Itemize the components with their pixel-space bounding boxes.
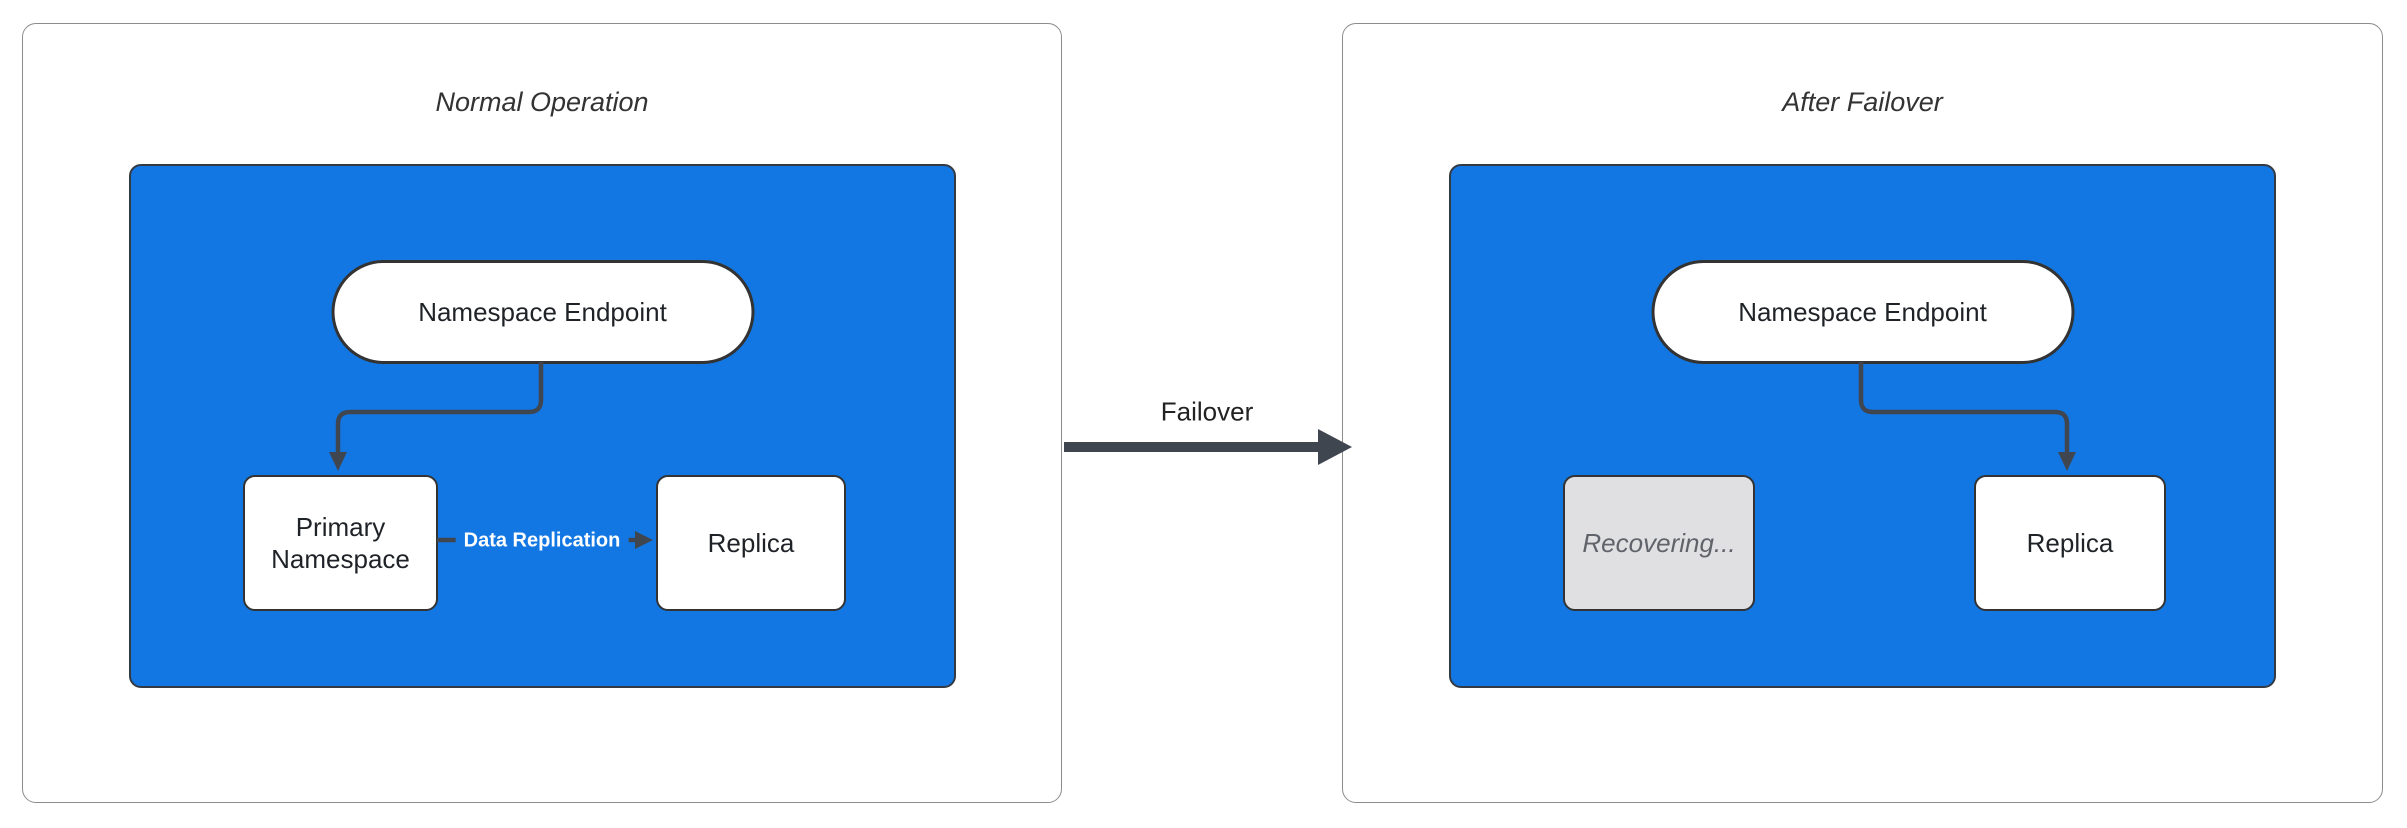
namespace-boundary-normal: Namespace Endpoint Primary Namespace Rep… <box>129 164 956 688</box>
panel-normal-operation: Normal Operation Namespace Endpoint Prim… <box>22 23 1062 803</box>
namespace-boundary-after: Namespace Endpoint Recovering... Replica <box>1449 164 2276 688</box>
namespace-endpoint-label-after: Namespace Endpoint <box>1738 296 1987 327</box>
namespace-endpoint-node-after: Namespace Endpoint <box>1651 260 2074 364</box>
replica-node-after: Replica <box>1974 475 2166 611</box>
panel-after-failover: After Failover Namespace Endpoint Recove… <box>1342 23 2383 803</box>
panel-title-after-failover: After Failover <box>1782 87 1943 117</box>
primary-namespace-node: Primary Namespace <box>243 475 438 611</box>
replica-label-after: Replica <box>2026 527 2114 558</box>
recovering-node: Recovering... <box>1563 475 1755 611</box>
panel-title-normal-operation: Normal Operation <box>435 87 649 117</box>
primary-namespace-label: Primary Namespace <box>271 511 410 575</box>
replica-label-normal: Replica <box>707 527 795 558</box>
namespace-endpoint-label: Namespace Endpoint <box>418 296 667 327</box>
recovering-label: Recovering... <box>1582 527 1736 558</box>
replica-node-normal: Replica <box>656 475 846 611</box>
failover-arrow-label: Failover <box>1150 394 1264 430</box>
namespace-endpoint-node-normal: Namespace Endpoint <box>331 260 754 364</box>
data-replication-edge-label: Data Replication <box>455 526 629 556</box>
